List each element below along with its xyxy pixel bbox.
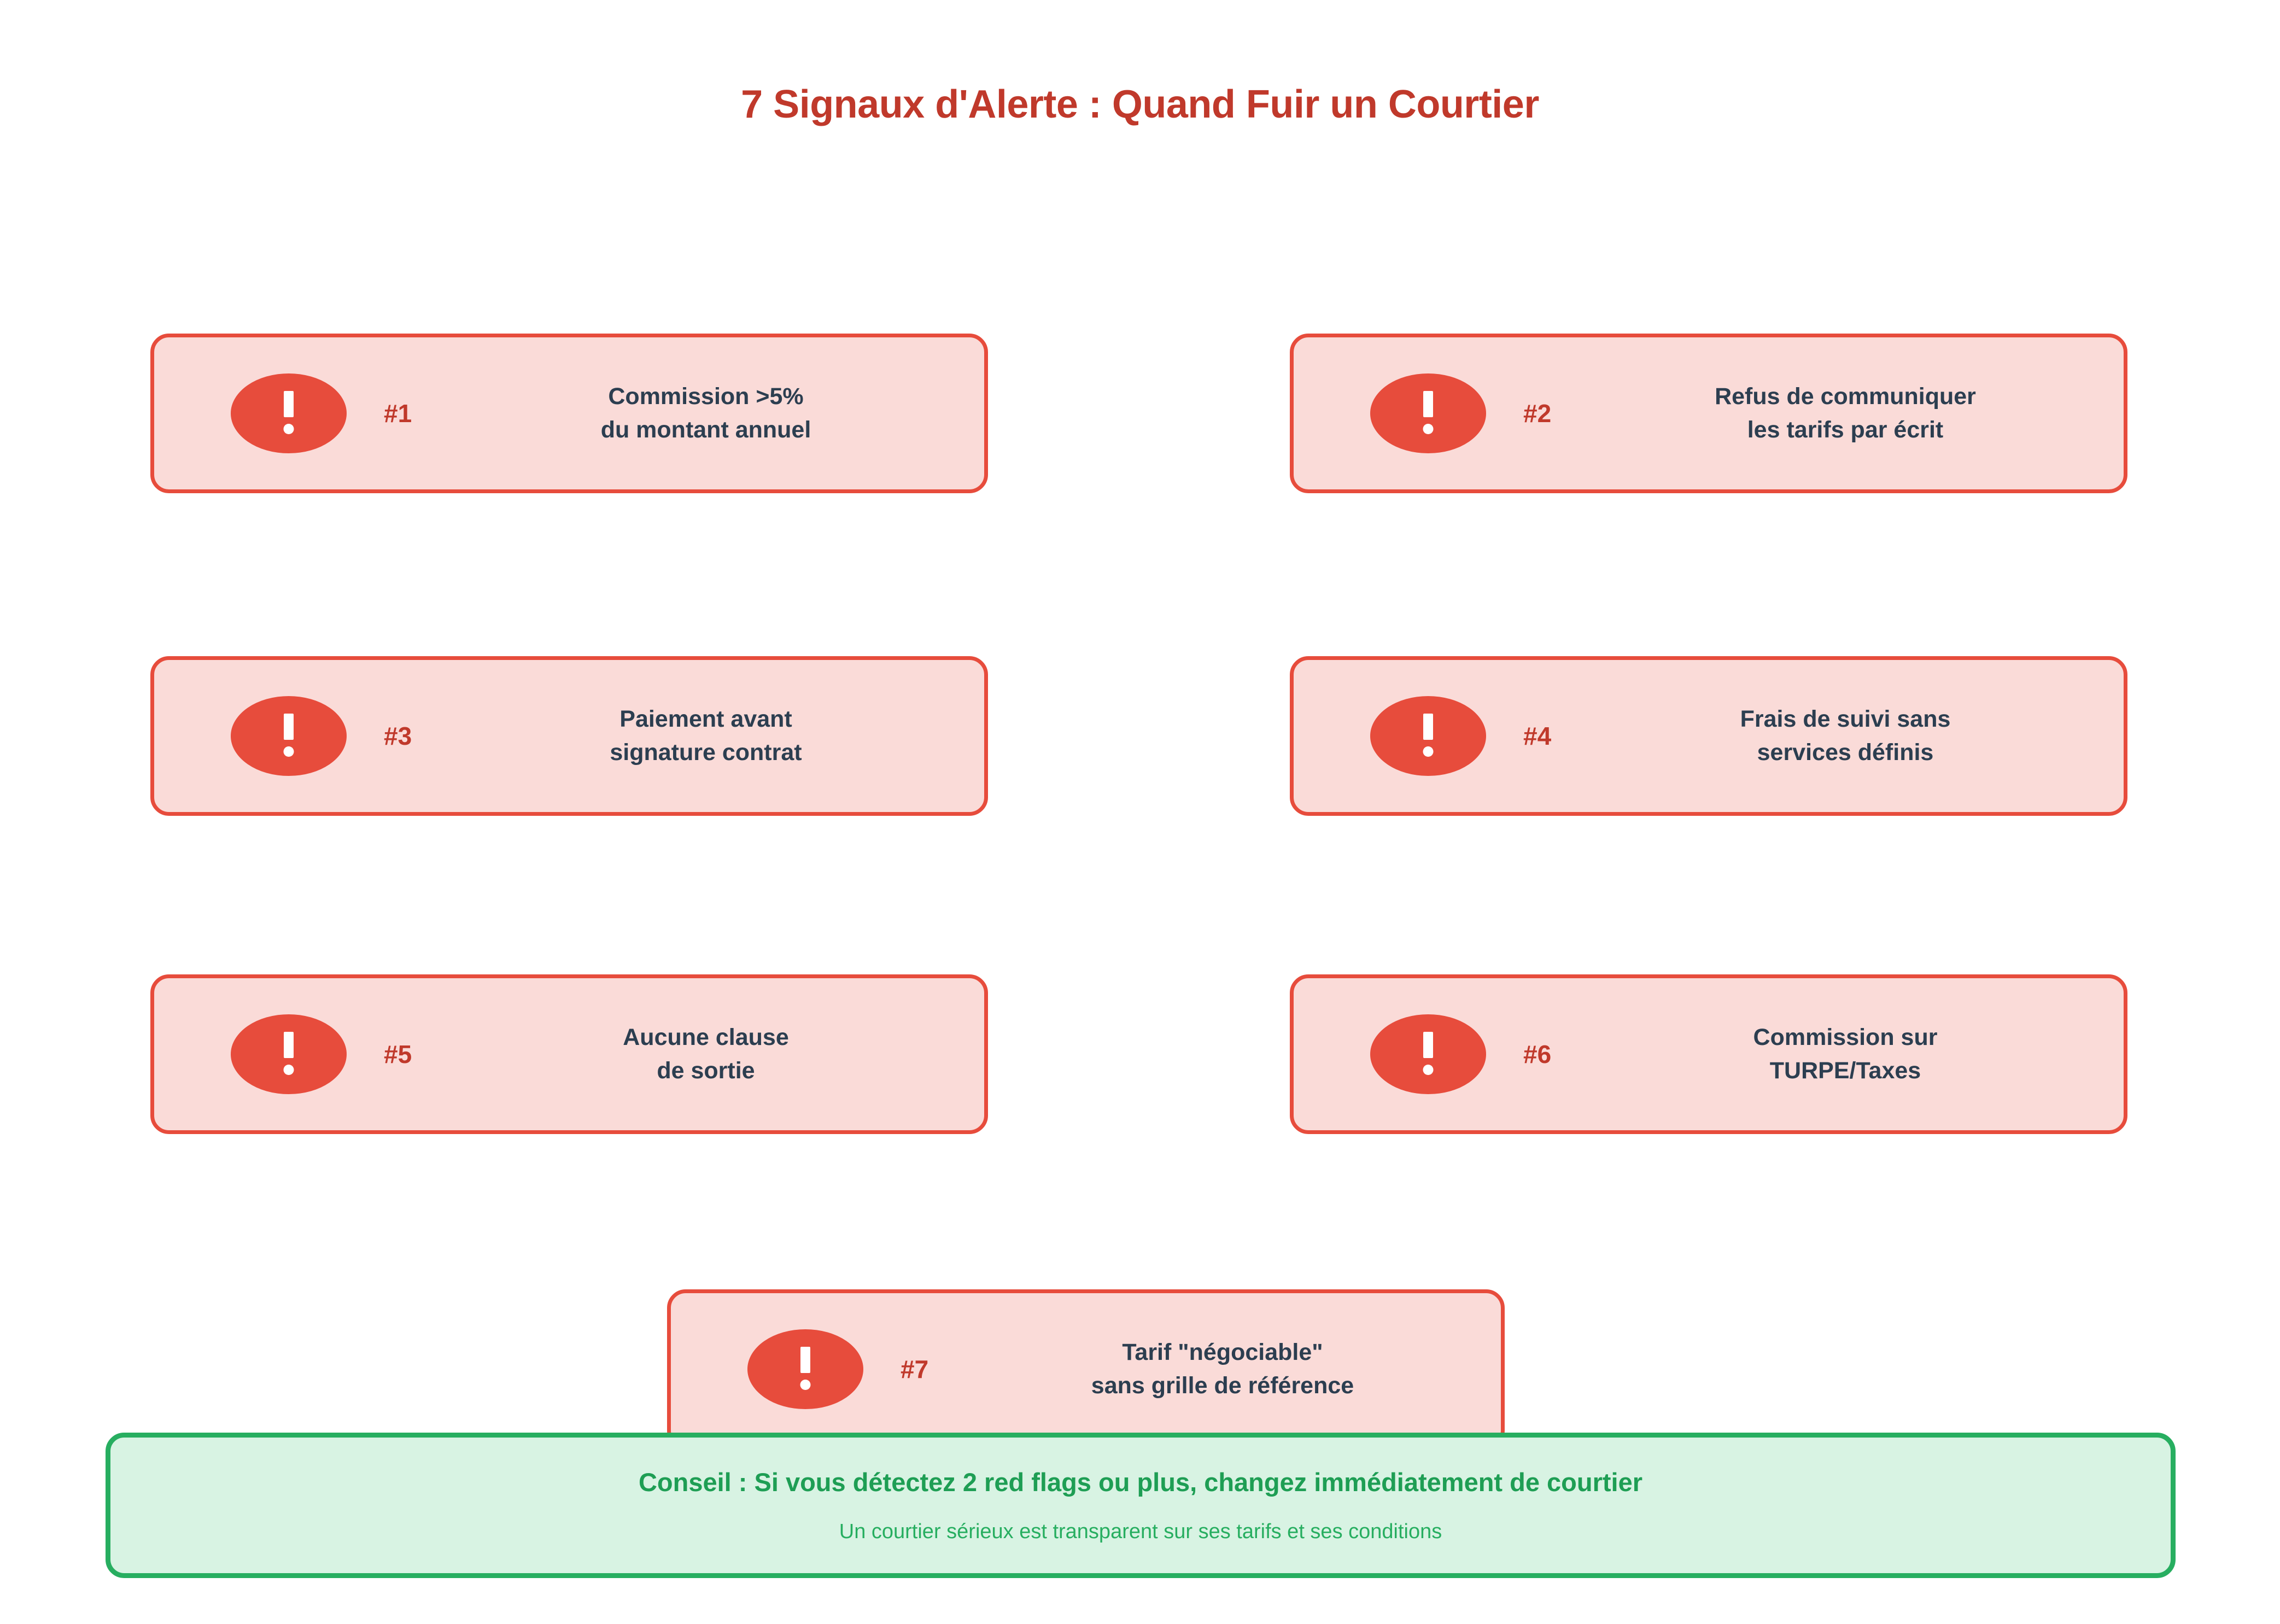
flag-number: #1 [384, 399, 412, 428]
page-title: 7 Signaux d'Alerte : Quand Fuir un Court… [741, 83, 1539, 126]
exclamation-dot-icon [283, 746, 294, 757]
exclamation-icon [747, 1329, 863, 1409]
flag-number: #7 [901, 1355, 929, 1383]
exclamation-dot-icon [283, 424, 294, 434]
red-flag-card-3: #3 Paiement avant signature contrat [150, 656, 988, 816]
exclamation-bar-icon [800, 1347, 810, 1373]
red-flag-card-4: #4 Frais de suivi sans services définis [1290, 656, 2127, 816]
flag-text: Commission >5% du montant annuel [600, 383, 811, 443]
flag-text: Paiement avant signature contrat [610, 705, 802, 766]
flag-text: Aucune clause de sortie [623, 1024, 789, 1084]
exclamation-bar-icon [1423, 391, 1433, 417]
exclamation-dot-icon [800, 1380, 811, 1390]
exclamation-bar-icon [1423, 1032, 1433, 1058]
exclamation-icon [231, 1014, 347, 1094]
exclamation-bar-icon [284, 391, 294, 417]
exclamation-icon [231, 373, 347, 453]
exclamation-dot-icon [1423, 746, 1434, 757]
exclamation-bar-icon [1423, 714, 1433, 740]
exclamation-bar-icon [284, 714, 294, 740]
exclamation-bar-icon [284, 1032, 294, 1058]
red-flag-card-2: #2 Refus de communiquer les tarifs par é… [1290, 334, 2127, 493]
exclamation-icon [1370, 373, 1486, 453]
flag-number: #6 [1523, 1040, 1552, 1068]
exclamation-dot-icon [1423, 424, 1434, 434]
exclamation-icon [1370, 1014, 1486, 1094]
advice-headline: Conseil : Si vous détectez 2 red flags o… [638, 1468, 1643, 1497]
flag-text: Refus de communiquer les tarifs par écri… [1715, 383, 1976, 443]
red-flag-card-5: #5 Aucune clause de sortie [150, 974, 988, 1134]
flag-text: Commission sur TURPE/Taxes [1753, 1024, 1938, 1084]
flag-text: Tarif "négociable" sans grille de référe… [1091, 1339, 1354, 1399]
exclamation-dot-icon [1423, 1065, 1434, 1075]
flag-text: Frais de suivi sans services définis [1740, 705, 1951, 766]
exclamation-dot-icon [283, 1065, 294, 1075]
red-flag-card-1: #1 Commission >5% du montant annuel [150, 334, 988, 493]
exclamation-icon [1370, 696, 1486, 776]
exclamation-icon [231, 696, 347, 776]
flag-number: #5 [384, 1040, 412, 1068]
advice-subtext: Un courtier sérieux est transparent sur … [839, 1520, 1442, 1543]
red-flag-card-6: #6 Commission sur TURPE/Taxes [1290, 974, 2127, 1134]
advice-banner: Conseil : Si vous détectez 2 red flags o… [106, 1433, 2176, 1578]
flag-number: #4 [1523, 722, 1552, 750]
flag-number: #2 [1523, 399, 1552, 428]
flag-number: #3 [384, 722, 412, 750]
red-flag-card-7: #7 Tarif "négociable" sans grille de réf… [667, 1289, 1505, 1449]
